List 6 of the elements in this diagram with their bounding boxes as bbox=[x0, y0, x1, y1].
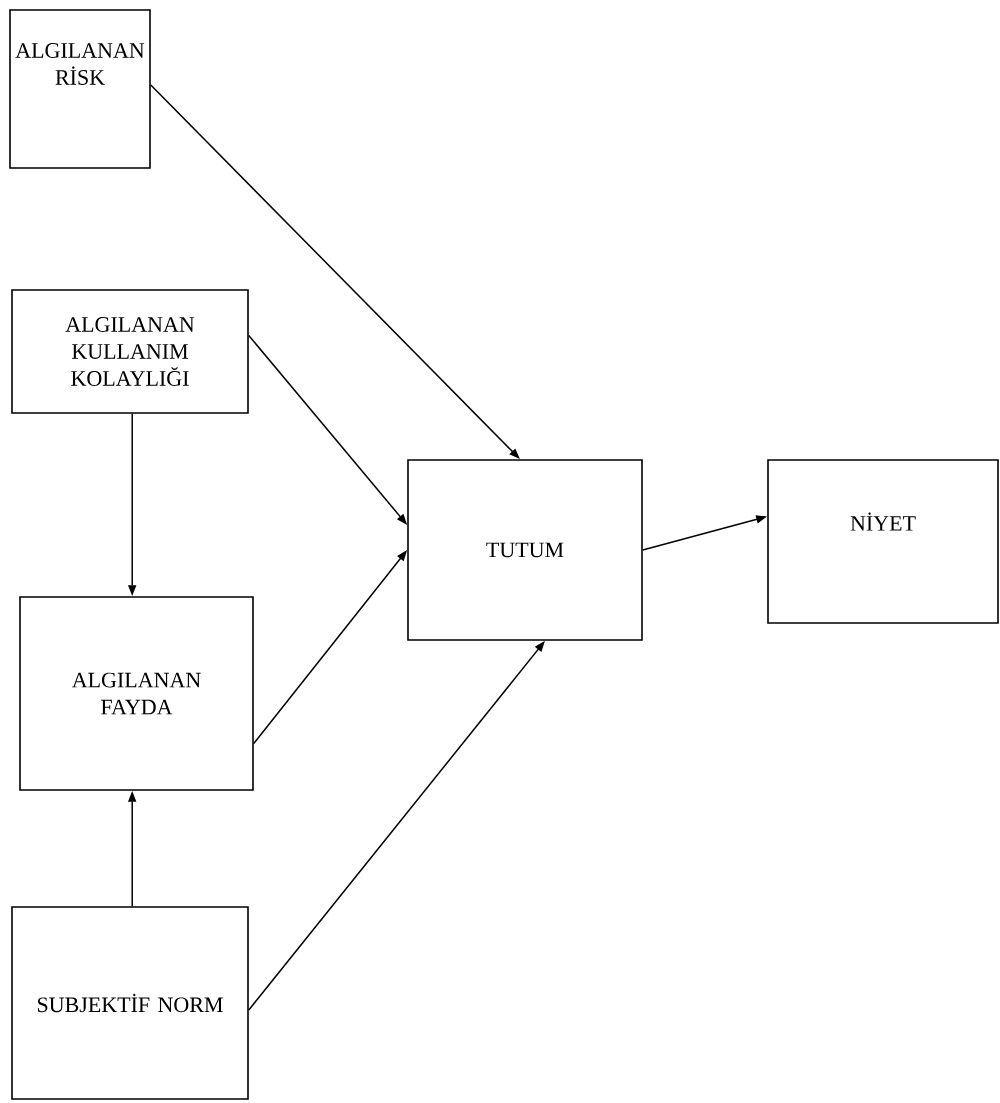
concept-box: NİYET bbox=[767, 459, 999, 624]
concept-box: ALGILANAN RİSK bbox=[9, 9, 151, 169]
concept-box: ALGILANAN KULLANIM KOLAYLIĞI bbox=[11, 289, 249, 414]
concept-box: ALGILANAN FAYDA bbox=[19, 596, 254, 791]
concept-box: TUTUM bbox=[407, 459, 643, 641]
concept-box: SUBJEKTİF NORM bbox=[11, 906, 249, 1100]
